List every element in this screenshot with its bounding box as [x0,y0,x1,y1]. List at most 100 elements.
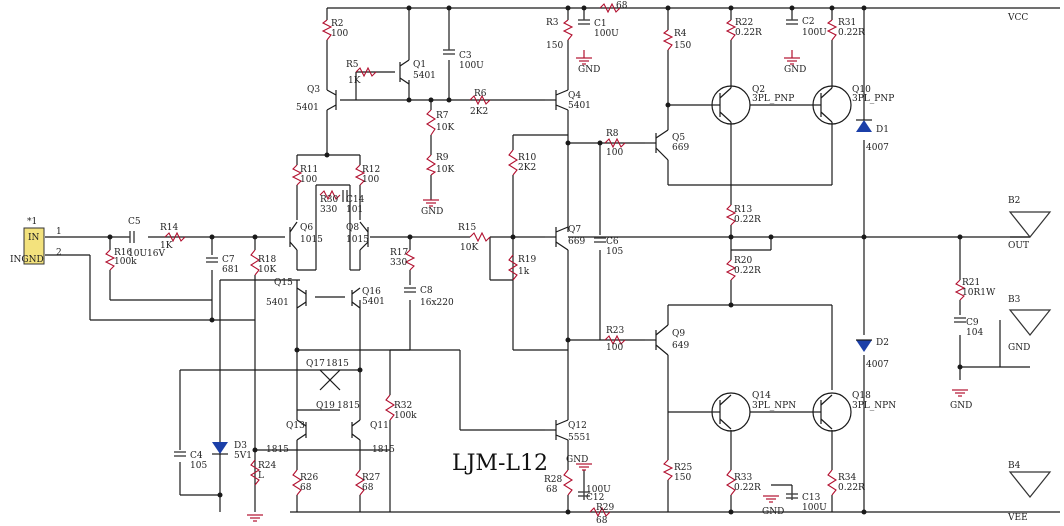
label-q7: Q7 [568,225,581,235]
capacitors [129,19,966,499]
label-q2v: 3PL_PNP [752,94,794,104]
label-q3v: 5401 [296,103,319,113]
label-q15: Q15 [274,278,293,288]
label-gnd4: GND [566,455,588,465]
label-q10v: 3PL_PNP [852,94,894,104]
label-r32v: 100k [394,411,417,421]
label-r14v: 1K [160,241,173,251]
label-r17: R17 [390,248,409,258]
label-r22: R22 [735,18,753,28]
label-q7v: 669 [568,237,585,247]
label-q15v: 5401 [266,298,289,308]
label-c14: C14 [346,195,365,205]
label-q4v: 5401 [568,101,591,111]
label-d3: D3 [234,441,247,451]
label-r10: R10 [518,153,537,163]
label-r14: R14 [160,223,179,233]
label-c4: C4 [190,451,203,461]
label-c13: C13 [802,493,821,503]
label-gnd6: GND [950,401,972,411]
label-q4: Q4 [568,91,581,101]
label-r11v: 100 [300,175,317,185]
label-r9: R9 [436,153,449,163]
component-labels: R2100R51KQ15401C3100UQ35401R3150C1100U68… [10,1,1030,526]
label-r18: R18 [258,255,277,265]
label-c9: C9 [966,318,979,328]
label-q8: Q8 [346,223,359,233]
label-r3v: 150 [546,41,563,51]
label-r22v: 0.22R [735,28,762,38]
label-r9v: 10K [436,165,454,175]
label-c9v: 104 [966,328,983,338]
label-d2v: 4007 [866,360,889,370]
label-q10: Q10 [852,85,871,95]
label-q19v: 1815 [337,401,360,411]
label-q9: Q9 [672,329,685,339]
b2-label: B2 [1008,196,1020,206]
label-gnd2: GND [784,65,806,75]
label-r29v: 68 [596,516,608,526]
vee-label: VEE [1007,513,1028,523]
label-c1: C1 [594,19,607,29]
label-r7: R7 [436,111,449,121]
b3-label: B3 [1008,295,1021,305]
label-r15v: 10K [460,243,478,253]
b4-label: B4 [1008,461,1021,471]
label-q14: Q14 [752,391,771,401]
label-r27v: 68 [362,483,374,493]
label-q17v: 1815 [326,359,349,369]
label-q2: Q2 [752,85,765,95]
vcc-label: VCC [1007,13,1028,23]
label-r19: R19 [518,255,537,265]
label-r27: R27 [362,473,381,483]
resistors [104,2,966,518]
label-r20: R20 [734,256,753,266]
label-r7v: 10K [436,123,454,133]
label-c12: C12 [586,493,604,503]
b3-terminal [1008,309,1052,336]
label-q1: Q1 [413,60,426,70]
label-q8v: 1015 [346,235,369,245]
schematic-title: LJM-L12 [452,451,548,476]
label-c2: C2 [802,17,815,27]
label-d1v: 4007 [866,143,889,153]
label-q5: Q5 [672,133,685,143]
label-r23: R23 [606,326,625,336]
input-pin-1-number: 1 [56,227,62,237]
label-r18v: 10K [258,265,276,275]
label-q14v: 3PL_NPN [752,401,796,411]
label-q1v: 5401 [413,71,436,81]
label-q16v: 5401 [362,297,385,307]
label-d3v: 5V1 [234,451,252,461]
label-r6v: 2K2 [470,107,488,117]
wires [45,7,1060,513]
label-r17v: 330 [390,258,407,268]
label-r16v: 100k [114,257,137,267]
label-r3: R3 [546,18,559,28]
label-r28v: 68 [546,485,558,495]
label-r10v: 2K2 [518,163,536,173]
label-q13: Q13 [286,421,305,431]
diodes [212,119,872,455]
label-q11: Q11 [370,421,389,431]
label-r28: R28 [544,475,563,485]
label-c7v: 681 [222,265,239,275]
input-connector [23,227,45,265]
label-c3: C3 [459,51,472,61]
input-pin-2-number: 2 [56,248,62,258]
label-q12: Q12 [568,421,587,431]
gnd-terminal-label: GND [1008,343,1030,353]
label-c8: C8 [420,286,433,296]
label-c3v: 100U [459,61,484,71]
label-q13v: 1815 [266,445,289,455]
label-q11v: 1815 [372,445,395,455]
label-q6v: 1015 [300,235,323,245]
label-r21v: 10R1W [962,288,996,298]
label-r24: R24 [258,461,277,471]
label-r8v: 100 [606,148,623,158]
label-r11: R11 [300,165,318,175]
label-q12v: 5551 [568,433,591,443]
label-gnd3: GND [421,207,443,217]
label-r2: R2 [331,19,344,29]
